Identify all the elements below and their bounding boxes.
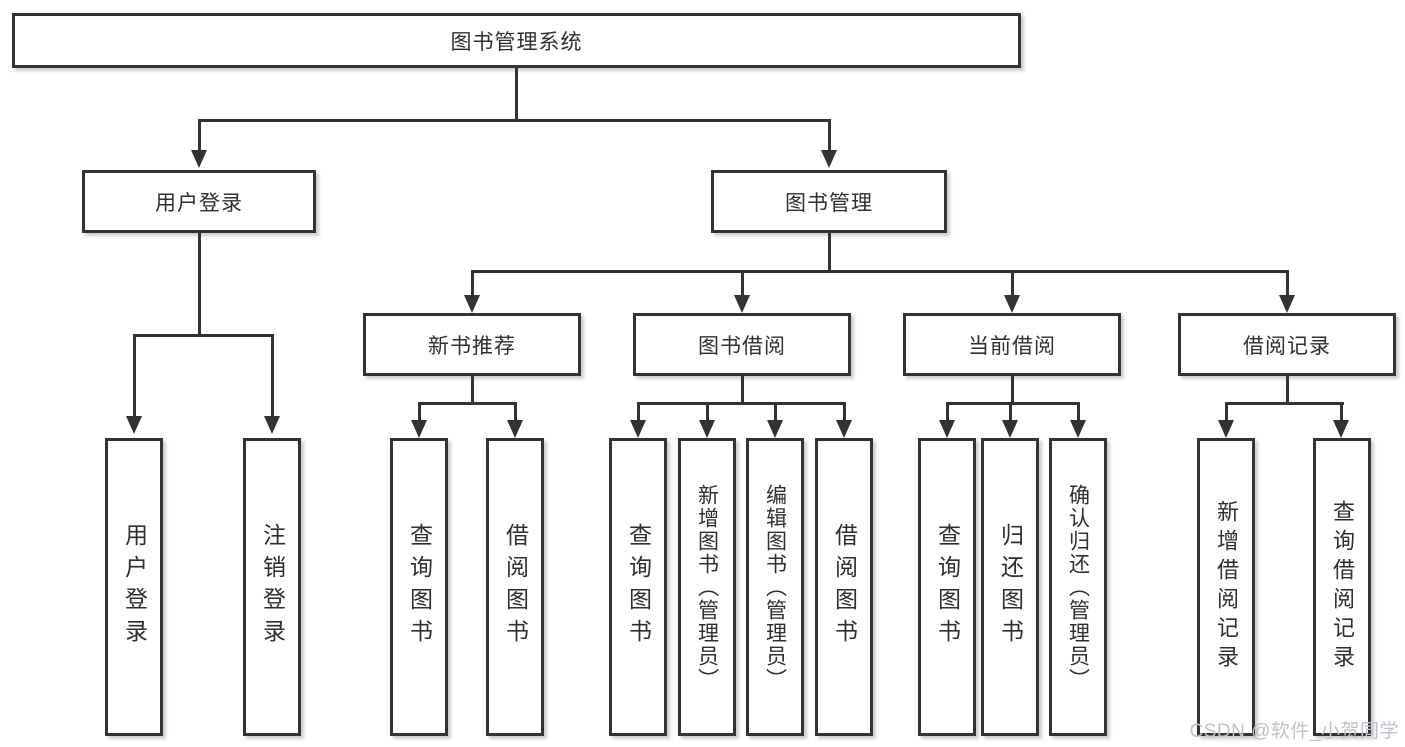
arrow-down-icon [1004, 295, 1020, 313]
leaf-label: 新增图书（管理员） [695, 483, 719, 691]
leaf-cb-query-books: 查询图书 [918, 438, 976, 736]
connector-line [471, 376, 474, 405]
connector-line [843, 402, 846, 420]
leaf-bb-query-books: 查询图书 [609, 438, 667, 736]
arrow-down-icon [1333, 420, 1349, 438]
connector-line [515, 68, 518, 120]
leaf-nbr-query-books: 查询图书 [390, 438, 448, 736]
connector-line [1225, 402, 1228, 420]
leaf-br-query-borrow-record: 查询借阅记录 [1313, 438, 1371, 736]
node-label: 用户登录 [155, 191, 243, 215]
node-new-book-recommendation: 新书推荐 [363, 313, 581, 376]
connector-line [418, 402, 517, 405]
leaf-label: 注销登录 [259, 523, 286, 651]
connector-line [946, 402, 1080, 405]
connector-line [1286, 270, 1289, 295]
connector-line [198, 119, 831, 122]
connector-line [741, 270, 744, 295]
node-current-borrowing: 当前借阅 [903, 313, 1121, 376]
node-label: 新书推荐 [428, 334, 516, 358]
node-label: 借阅记录 [1243, 334, 1331, 358]
arrow-down-icon [1279, 295, 1295, 313]
node-borrowing-records: 借阅记录 [1178, 313, 1396, 376]
connector-line [418, 402, 421, 420]
connector-line [271, 334, 274, 416]
connector-line [774, 402, 777, 420]
leaf-logout: 注销登录 [243, 438, 301, 736]
arrow-down-icon [1002, 420, 1018, 438]
node-library-management-system: 图书管理系统 [12, 13, 1021, 68]
arrow-down-icon [126, 416, 142, 434]
connector-line [637, 402, 846, 405]
connector-line [1011, 376, 1014, 405]
arrow-down-icon [699, 420, 715, 438]
connector-line [637, 402, 640, 420]
leaf-bb-add-books-admin: 新增图书（管理员） [678, 438, 736, 736]
node-book-borrowing: 图书借阅 [633, 313, 851, 376]
connector-line [471, 270, 474, 295]
arrow-down-icon [191, 150, 207, 168]
leaf-label: 归还图书 [997, 523, 1024, 651]
leaf-cb-return-books: 归还图书 [981, 438, 1039, 736]
connector-line [828, 233, 831, 273]
connector-line [1286, 376, 1289, 405]
arrow-down-icon [1218, 420, 1234, 438]
leaf-label: 借阅图书 [502, 523, 529, 651]
connector-line [706, 402, 709, 420]
connector-line [946, 402, 949, 420]
arrow-down-icon [734, 295, 750, 313]
connector-line [133, 334, 274, 337]
leaf-label: 确认归还（管理员） [1066, 483, 1090, 691]
arrow-down-icon [939, 420, 955, 438]
leaf-bb-borrow-books: 借阅图书 [815, 438, 873, 736]
arrow-down-icon [464, 295, 480, 313]
connector-line [1077, 402, 1080, 420]
connector-line [741, 376, 744, 405]
connector-line [514, 402, 517, 420]
leaf-label: 查询图书 [934, 523, 961, 651]
connector-line [1340, 402, 1343, 420]
node-label: 图书借阅 [698, 334, 786, 358]
leaf-cb-confirm-return-admin: 确认归还（管理员） [1049, 438, 1107, 736]
node-label: 图书管理 [785, 191, 873, 215]
arrow-down-icon [1070, 420, 1086, 438]
arrow-down-icon [411, 420, 427, 438]
leaf-br-add-borrow-record: 新增借阅记录 [1197, 438, 1255, 736]
arrow-down-icon [264, 416, 280, 434]
leaf-label: 查询图书 [625, 523, 652, 651]
arrow-down-icon [630, 420, 646, 438]
connector-line [133, 334, 136, 416]
connector-line [1011, 270, 1014, 295]
connector-line [198, 119, 201, 152]
node-user-login: 用户登录 [82, 170, 316, 233]
connector-line [1225, 402, 1344, 405]
leaf-nbr-borrow-books: 借阅图书 [486, 438, 544, 736]
leaf-label: 查询借阅记录 [1330, 500, 1355, 674]
leaf-user-login: 用户登录 [105, 438, 163, 736]
leaf-label: 用户登录 [121, 523, 148, 651]
leaf-bb-edit-books-admin: 编辑图书（管理员） [746, 438, 804, 736]
arrow-down-icon [821, 150, 837, 168]
connector-line [198, 233, 201, 337]
node-label: 当前借阅 [968, 334, 1056, 358]
connector-line [1009, 402, 1012, 420]
csdn-watermark: CSDN @软件_小贺同学 [1189, 721, 1399, 742]
arrow-down-icon [767, 420, 783, 438]
leaf-label: 借阅图书 [831, 523, 858, 651]
leaf-label: 新增借阅记录 [1214, 500, 1239, 674]
node-book-management: 图书管理 [711, 170, 947, 233]
leaf-label: 查询图书 [406, 523, 433, 651]
arrow-down-icon [836, 420, 852, 438]
connector-line [471, 270, 1289, 273]
connector-line [828, 119, 831, 152]
leaf-label: 编辑图书（管理员） [763, 483, 787, 691]
arrow-down-icon [507, 420, 523, 438]
node-label: 图书管理系统 [450, 30, 583, 54]
